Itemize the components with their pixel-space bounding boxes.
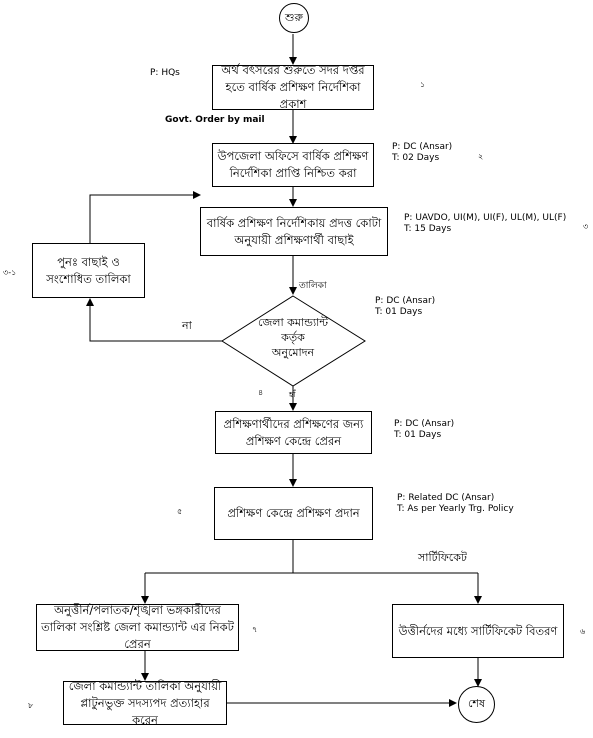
- reselect-box: পুনঃ বাছাই ও সংশোধিত তালিকা: [32, 243, 145, 298]
- step9-box: জেলা কমান্ড্যান্ট তালিকা অনুযায়ী প্লাটু…: [63, 679, 227, 727]
- step7-box: অনুত্তীর্ন/পলাতক/শৃঙ্খলা ভঙ্গকারীদের তাল…: [36, 603, 239, 651]
- step3-box: বার্ষিক প্রশিক্ষণ নির্দেশিকায় প্রদত্ত ক…: [200, 207, 388, 256]
- step7-number: ৭: [252, 625, 258, 634]
- decision-person: P: DC (Ansar): [375, 296, 436, 306]
- decision-line3: অনুমোদন: [271, 346, 315, 359]
- decision-number: ৪: [258, 388, 264, 397]
- step3-person: P: UAVDO, UI(M), UI(F), UL(M), UL(F): [404, 213, 567, 223]
- decision-time: T: 01 Days: [375, 307, 423, 317]
- decision-text: জেলা কমান্ড্যান্ট কর্তৃক অনুমোদন: [243, 315, 343, 360]
- step2-person: P: DC (Ansar): [392, 142, 453, 152]
- end-node: শেষ: [458, 686, 495, 723]
- step6-person: P: Related DC (Ansar): [397, 493, 495, 503]
- step6-time: T: As per Yearly Trg. Policy: [397, 504, 514, 514]
- decision-line1: জেলা কমান্ড্যান্ট: [258, 316, 328, 329]
- decision-no-label: না: [182, 319, 192, 332]
- step5-person: P: DC (Ansar): [394, 419, 455, 429]
- step6-number: ৫: [177, 507, 183, 516]
- decision-yes-label: হাঁ: [289, 390, 296, 399]
- step8-box: উত্তীর্নদের মধ্যে সার্টিফিকেট বিতরণ: [392, 604, 564, 658]
- step3-time: T: 15 Days: [404, 224, 452, 234]
- step5-time: T: 01 Days: [394, 430, 442, 440]
- step3-number: ৩: [583, 222, 589, 231]
- list-label: তালিকা: [299, 281, 327, 291]
- step6-box: প্রশিক্ষণ কেন্দ্রে প্রশিক্ষণ প্রদান: [214, 487, 373, 540]
- govt-order-label: Govt. Order by mail: [165, 115, 265, 125]
- decision-line2: কর্তৃক: [281, 331, 305, 344]
- step1-box: অর্থ বৎসরের শুরুতে সদর দপ্তর হতে বার্ষিক…: [212, 63, 374, 111]
- step1-person: P: HQs: [150, 68, 180, 78]
- step8-number: ৬: [580, 627, 586, 636]
- step1-number: ১: [420, 80, 426, 89]
- step2-time: T: 02 Days: [392, 153, 440, 163]
- step9-number: ৮: [28, 701, 34, 710]
- step5-box: প্রশিক্ষণার্থীদের প্রশিক্ষণের জন্য প্রশি…: [215, 411, 372, 454]
- step2-number: ২: [478, 152, 484, 161]
- start-node: শুরু: [279, 3, 309, 33]
- step2-box: উপজেলা অফিসে বার্ষিক প্রশিক্ষণ নির্দেশিক…: [212, 143, 374, 187]
- certificate-label: সার্টিফিকেট: [418, 551, 467, 564]
- reselect-number: ৩-১: [3, 268, 17, 277]
